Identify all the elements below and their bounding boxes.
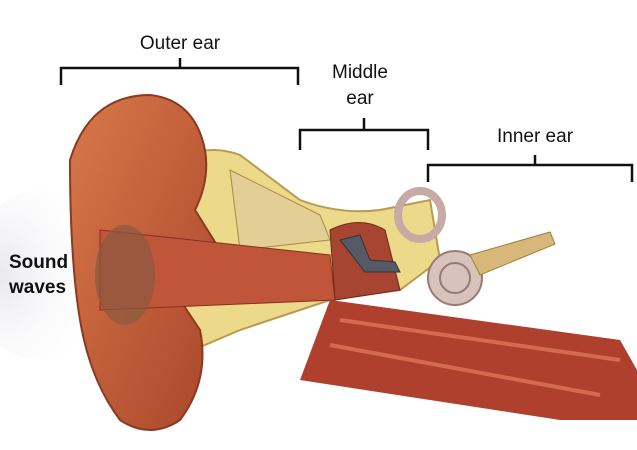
middle-ear-label-line1: Middle (332, 62, 388, 83)
auditory-nerve (469, 231, 556, 276)
sound-waves-label-line1: Sound (9, 252, 69, 273)
outer-ear-label: Outer ear (139, 33, 221, 54)
inner-ear-bracket (426, 155, 634, 182)
concha (95, 225, 155, 325)
middle-ear-label-line2: ear (346, 88, 374, 109)
ossicles (339, 234, 401, 273)
muscle-tissue (300, 300, 637, 420)
cochlea (427, 250, 483, 306)
sound-waves-label-line2: waves (9, 277, 67, 298)
outer-ear-bracket (59, 58, 300, 85)
inner-ear-label: Inner ear (496, 126, 574, 147)
semicircular-canals (394, 187, 446, 243)
middle-ear-bracket (298, 118, 430, 150)
